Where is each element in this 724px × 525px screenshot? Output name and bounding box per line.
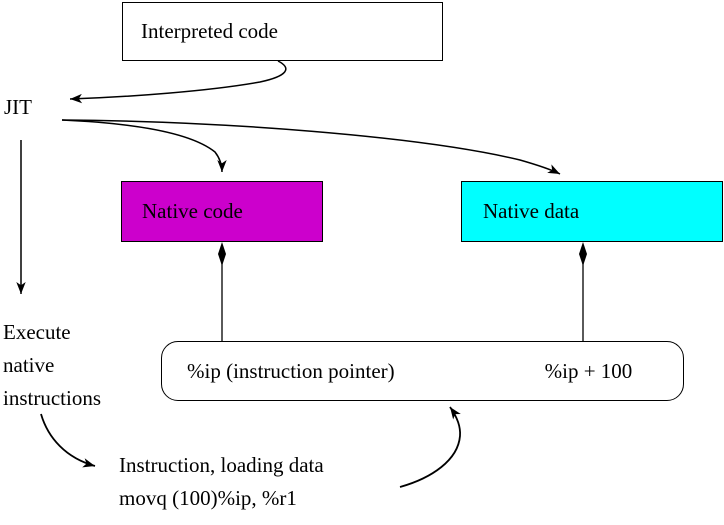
- execute-label-line3: instructions: [3, 386, 101, 410]
- edge-interpreted-code-to-jit: [69, 60, 287, 104]
- edge-execute-to-instruction: [40, 413, 96, 468]
- node-interpreted-code-label: Interpreted code: [141, 19, 279, 43]
- arrowhead-native-code-bottom: [218, 242, 226, 266]
- instruction-pointer-label: %ip (instruction pointer): [187, 358, 395, 383]
- instruction-label-line1: Instruction, loading data: [119, 453, 324, 477]
- node-instruction-pointer[interactable]: %ip (instruction pointer) %ip + 100: [161, 341, 684, 401]
- node-native-data[interactable]: Native data: [461, 181, 723, 242]
- node-native-data-label: Native data: [483, 199, 580, 223]
- instruction-label-line2: movq (100)%ip, %r1: [119, 486, 297, 510]
- edge-jit-to-native-data: [61, 119, 561, 175]
- node-interpreted-code[interactable]: Interpreted code: [122, 2, 443, 61]
- node-native-code[interactable]: Native code: [121, 181, 323, 242]
- execute-label-line2: native: [3, 353, 55, 377]
- node-jit-label: JIT: [4, 95, 32, 119]
- instruction-pointer-offset-label: %ip + 100: [544, 358, 633, 383]
- edge-instruction-to-ip: [399, 406, 461, 488]
- arrowhead-native-data-bottom: [579, 242, 587, 266]
- execute-label-line1: Execute: [3, 320, 71, 344]
- edge-jit-to-native-code: [61, 119, 227, 173]
- node-native-code-label: Native code: [142, 199, 243, 223]
